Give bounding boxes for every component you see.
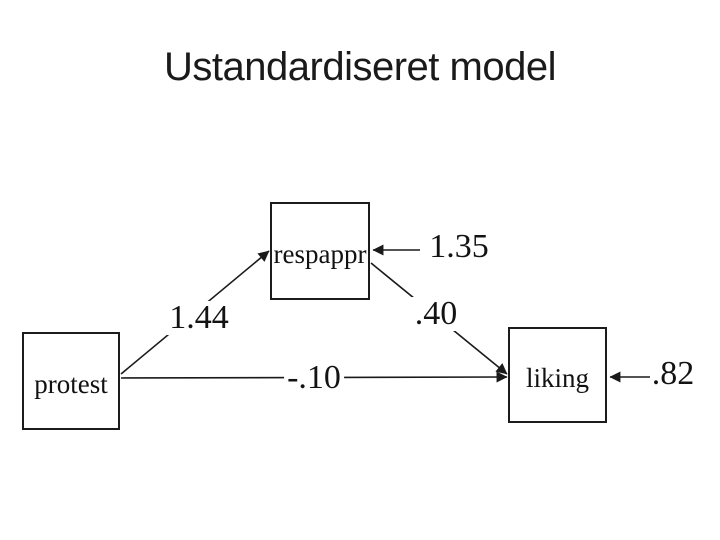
node-protest-label: protest — [34, 369, 108, 399]
node-liking-box: liking — [508, 327, 607, 423]
coefficient-error-respappr: 1.35 — [429, 228, 489, 265]
node-respappr-box: respappr — [270, 202, 370, 300]
node-liking-label: liking — [525, 363, 589, 393]
coefficient-respappr-liking: .40 — [411, 297, 461, 331]
coefficient-protest-respappr: 1.44 — [166, 301, 232, 335]
node-protest-box: protest — [22, 332, 120, 430]
coefficient-protest-liking: -.10 — [284, 361, 344, 395]
slide-title: Ustandardiseret model — [164, 45, 556, 89]
coefficient-error-liking: .82 — [651, 355, 695, 392]
node-respappr-label: respappr — [273, 239, 367, 269]
